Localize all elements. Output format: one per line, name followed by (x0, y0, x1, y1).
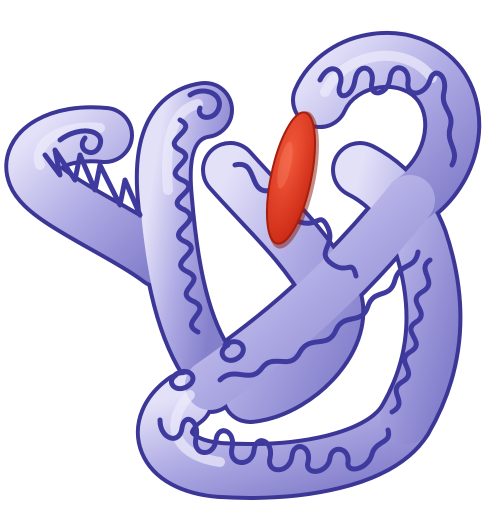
protein-tube (33, 56, 452, 471)
